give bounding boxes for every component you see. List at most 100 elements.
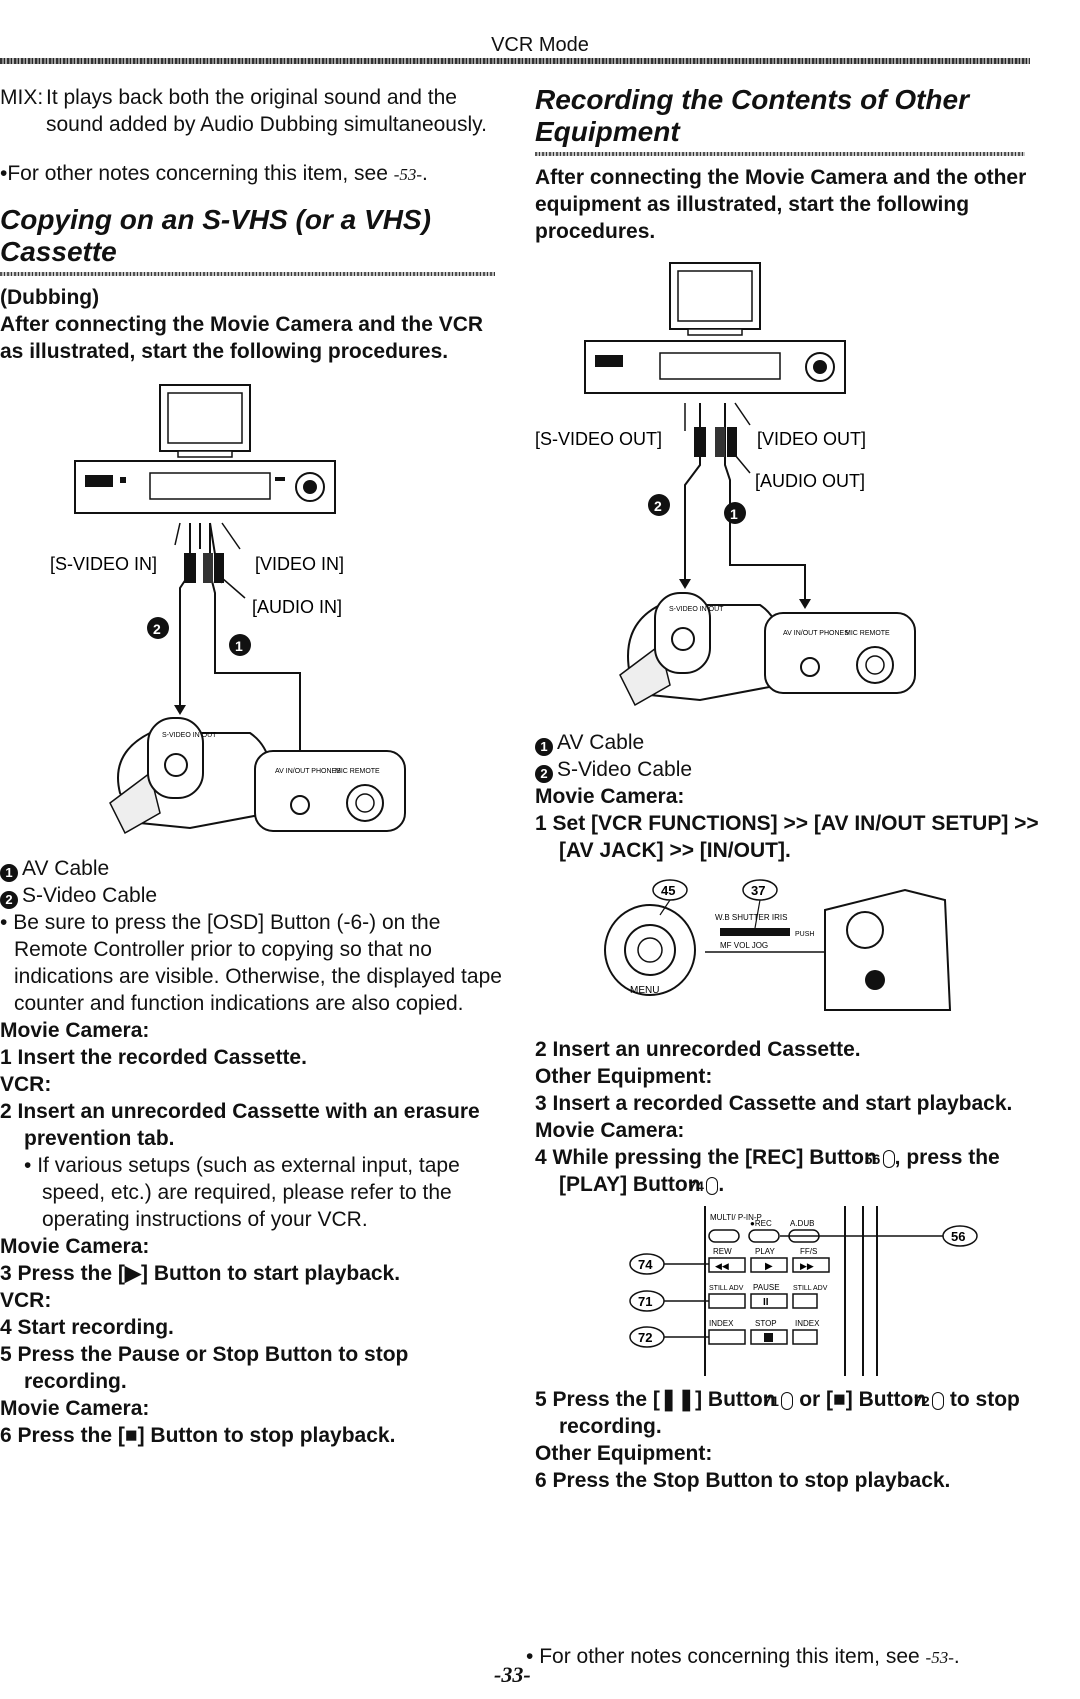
- step-5-text: to stop recording.: [559, 1388, 1020, 1438]
- right-column: Recording the Contents of Other Equipmen…: [535, 84, 1060, 1494]
- label-audio-out: [AUDIO OUT]: [755, 471, 865, 491]
- label-video-in: [VIDEO IN]: [255, 554, 344, 574]
- menu-dial-figure: 45 37 MENU W.B SHUTTER IRIS PUSH MF VOL …: [604, 879, 952, 1011]
- dial-bottom-label: MF VOL JOG: [720, 941, 768, 950]
- section-rule: [535, 152, 1025, 156]
- step-2: 2 Insert an unrecorded Cassette.: [535, 1038, 861, 1061]
- section-title-recording: Recording the Contents of Other Equipmen…: [535, 84, 969, 147]
- page-ref: -53-: [393, 165, 423, 184]
- heading-other-equipment: Other Equipment:: [535, 1065, 713, 1088]
- step-4-text: 4 While pressing the [REC] Button: [535, 1146, 883, 1169]
- left-column: MIX: It plays back both the original sou…: [0, 84, 505, 1449]
- rew-icon: ◀◀: [715, 1261, 729, 1271]
- osd-note: • Be sure to press the [OSD] Button (-6-…: [0, 911, 502, 1015]
- step-4: 4 While pressing the [REC] Button 56, pr…: [535, 1146, 1000, 1196]
- step-6: 6 Press the [■] Button to stop playback.: [0, 1424, 396, 1447]
- ref-37: 37: [751, 883, 765, 898]
- step-6: 6 Press the Stop Button to stop playback…: [535, 1469, 951, 1492]
- adub-label: A.DUB: [790, 1219, 814, 1228]
- jack-svideo-label: S-VIDEO IN OUT: [669, 606, 724, 613]
- step-1: 1 Set [VCR FUNCTIONS] >> [AV IN/OUT SETU…: [535, 812, 1039, 862]
- index-label-2: INDEX: [795, 1319, 820, 1328]
- jack-mic-label: MIC REMOTE: [335, 768, 380, 775]
- step-5: 5 Press the [❚❚] Button 71 or [■] Button…: [535, 1386, 1060, 1440]
- step-5-text: 5 Press the [❚❚] Button: [535, 1388, 782, 1411]
- heading-vcr: VCR:: [0, 1073, 52, 1096]
- heading-other-equipment: Other Equipment:: [535, 1442, 713, 1465]
- mix-label: MIX:: [0, 86, 44, 109]
- label-audio-in: [AUDIO IN]: [252, 597, 342, 617]
- dubbing-connection-diagram: [S-VIDEO IN] [VIDEO IN] [AUDIO IN] 2 1 S…: [50, 384, 406, 835]
- dubbing-subtitle: (Dubbing): [0, 286, 100, 309]
- still-adv-label-2: STILL ADV: [793, 1285, 828, 1292]
- cable-number-1: 1: [730, 506, 738, 522]
- cable-number-2: 2: [654, 498, 662, 514]
- step-2: 2 Insert an unrecorded Cassette with an …: [0, 1100, 480, 1150]
- pause-label: PAUSE: [753, 1283, 780, 1292]
- step-2-note: • If various setups (such as external in…: [24, 1154, 460, 1231]
- note-53-left: •For other notes concerning this item, s…: [0, 162, 428, 185]
- heading-movie-camera: Movie Camera:: [535, 785, 685, 808]
- label-svideo-in: [S-VIDEO IN]: [50, 554, 157, 574]
- ff-icon: ▶▶: [800, 1261, 814, 1271]
- still-adv-label-1: STILL ADV: [709, 1285, 744, 1292]
- play-label: PLAY: [755, 1247, 776, 1256]
- menu-label: MENU: [630, 985, 659, 996]
- ref-72: 72: [914, 1392, 945, 1410]
- left-intro: After connecting the Movie Camera and th…: [0, 313, 484, 363]
- ff-label: FF/S: [800, 1247, 817, 1256]
- step-4: 4 Start recording.: [0, 1316, 174, 1339]
- jack-av-label: AV IN/OUT PHONES: [783, 630, 849, 637]
- stop-label: STOP: [755, 1319, 777, 1328]
- note-text: For other notes concerning this item, se…: [7, 162, 394, 185]
- heading-movie-camera: Movie Camera:: [0, 1019, 150, 1042]
- heading-vcr: VCR:: [0, 1289, 52, 1312]
- ref-72-fig: 72: [638, 1330, 652, 1345]
- heading-movie-camera: Movie Camera:: [0, 1397, 150, 1420]
- step-5: 5 Press the Pause or Stop Button to stop…: [0, 1343, 409, 1393]
- step-5-text: or [■] Button: [793, 1388, 933, 1411]
- jack-svideo-label: S-VIDEO IN OUT: [162, 732, 217, 739]
- footer-note: • For other notes concerning this item, …: [526, 1645, 960, 1668]
- step-2-note-text: If various setups (such as external inpu…: [37, 1154, 460, 1231]
- index-label-1: INDEX: [709, 1319, 734, 1328]
- cable-number-1: 1: [235, 638, 243, 654]
- section-rule: [0, 272, 495, 276]
- ref-74: 74: [688, 1177, 719, 1195]
- step-4-text: , press the [PLAY] Button: [559, 1146, 1000, 1196]
- cable-number-2: 2: [153, 621, 161, 637]
- page-header: VCR Mode: [491, 34, 589, 56]
- rec-label: ●REC: [750, 1219, 772, 1228]
- ref-56: 56: [865, 1150, 895, 1168]
- label-svideo-out: [S-VIDEO OUT]: [535, 429, 662, 449]
- ref-45: 45: [661, 883, 675, 898]
- stop-icon: [764, 1333, 773, 1342]
- osd-note-text: Be sure to press the [OSD] Button (-6-) …: [13, 911, 502, 1015]
- legend-text: AV Cable: [557, 731, 645, 754]
- push-label: PUSH: [795, 931, 814, 938]
- ref-71: 71: [763, 1392, 794, 1410]
- rew-label: REW: [713, 1247, 732, 1256]
- bullet: •: [0, 162, 8, 185]
- jack-mic-label: MIC REMOTE: [845, 630, 890, 637]
- footer-note-text: For other notes concerning this item, se…: [539, 1645, 926, 1668]
- recording-connection-diagram: [S-VIDEO OUT] [VIDEO OUT] [AUDIO OUT] 2 …: [535, 262, 916, 707]
- page-number: -33-: [494, 1662, 531, 1687]
- legend-text: AV Cable: [22, 857, 110, 880]
- ref-74-fig: 74: [638, 1257, 653, 1272]
- remote-buttons-figure: MULTI/ P-IN-P ●REC A.DUB 56 REW PLAY FF/…: [629, 1206, 978, 1376]
- ref-71-fig: 71: [638, 1294, 652, 1309]
- multi-label: MULTI/ P-IN-P: [710, 1213, 762, 1222]
- step-3: 3 Insert a recorded Cassette and start p…: [535, 1092, 1013, 1115]
- ref-56-fig: 56: [951, 1229, 965, 1244]
- page-ref: -53-: [925, 1648, 954, 1667]
- pause-icon: II: [763, 1297, 769, 1308]
- legend-text: S-Video Cable: [557, 758, 693, 781]
- mix-text: It plays back both the original sound an…: [46, 86, 487, 136]
- step-1: 1 Insert the recorded Cassette.: [0, 1046, 307, 1069]
- heading-movie-camera: Movie Camera:: [0, 1235, 150, 1258]
